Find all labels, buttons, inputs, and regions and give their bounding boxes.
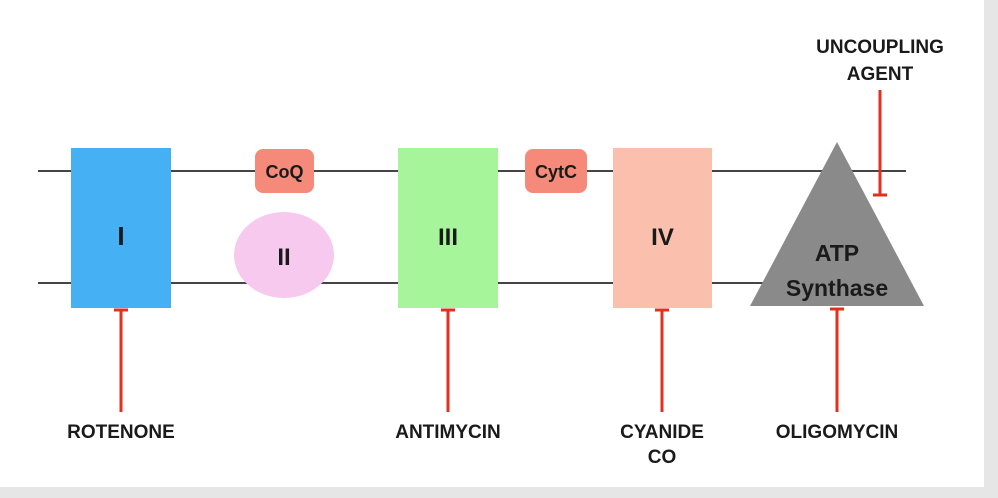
- inhibitor-rotenone-line: [114, 308, 128, 412]
- etc-diagram: I II CoQ III CytC IV ATP Synthase: [38, 37, 944, 468]
- cytc-carrier: [525, 149, 587, 193]
- agent-label: AGENT: [847, 64, 914, 85]
- diagram-canvas: I II CoQ III CytC IV ATP Synthase: [0, 0, 984, 487]
- atp-synthase-label-line2: Synthase: [786, 275, 888, 301]
- inhibitor-antimycin-line: [441, 308, 455, 412]
- complex-ii: [234, 212, 334, 298]
- coq-carrier: [255, 149, 314, 193]
- coq-label: CoQ: [266, 162, 304, 182]
- complex-iii-label: III: [438, 224, 458, 251]
- oligomycin-label: OLIGOMYCIN: [776, 422, 898, 443]
- rotenone-label: ROTENONE: [67, 422, 175, 443]
- inhibitor-oligomycin-line: [830, 307, 844, 412]
- atp-synthase: [750, 142, 924, 306]
- complex-iv-label: IV: [651, 224, 674, 251]
- complex-i: [71, 148, 171, 308]
- inhibitor-cyanide-line: [655, 308, 669, 412]
- complex-iii: [398, 148, 498, 308]
- atp-synthase-label-line1: ATP: [815, 240, 859, 266]
- antimycin-label: ANTIMYCIN: [395, 422, 501, 443]
- co-label: CO: [648, 447, 677, 468]
- cytc-label: CytC: [535, 162, 577, 182]
- complex-i-label: I: [117, 221, 124, 251]
- cyanide-label: CYANIDE: [620, 422, 704, 443]
- uncoupling-label: UNCOUPLING: [816, 37, 944, 58]
- inhibitor-uncoupling-line: [873, 90, 887, 197]
- complex-iv: [613, 148, 712, 308]
- complex-ii-label: II: [277, 244, 290, 271]
